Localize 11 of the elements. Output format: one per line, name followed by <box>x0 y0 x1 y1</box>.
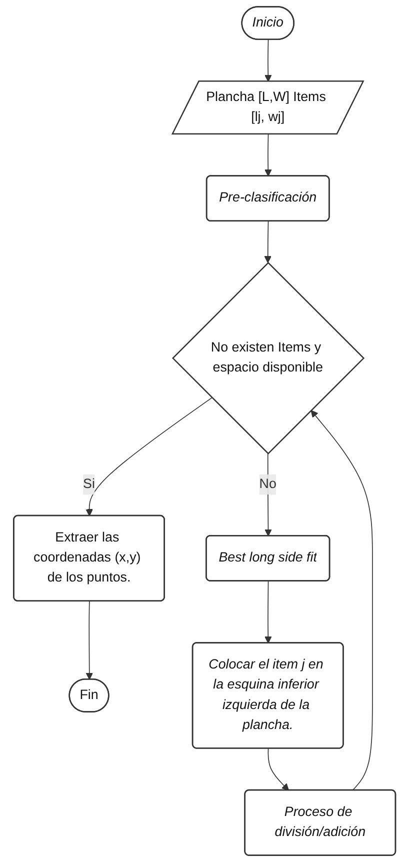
arrow <box>264 580 272 644</box>
arrow <box>268 748 289 791</box>
arrow <box>310 410 373 791</box>
arrow <box>86 397 212 516</box>
edge-label: No <box>259 477 276 492</box>
arrow <box>264 220 272 264</box>
arrow <box>264 134 272 176</box>
node-diamond: No existen Items y espacio disponible <box>172 262 364 454</box>
arrow <box>86 600 93 680</box>
edge-label: Si <box>82 477 95 492</box>
arrow <box>264 39 272 82</box>
